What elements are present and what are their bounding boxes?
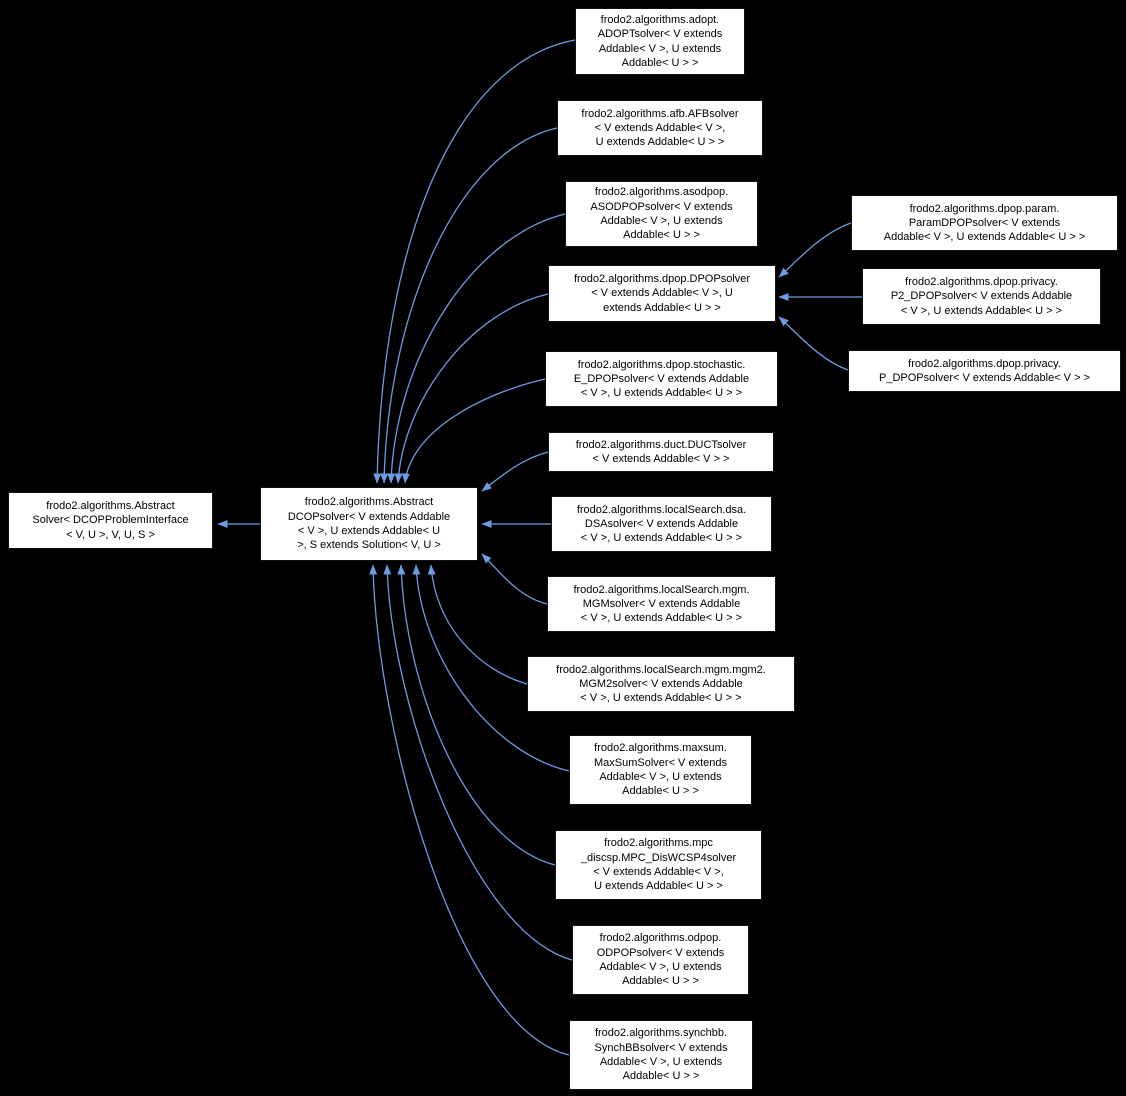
edge-asodpop-to-abstractdcop [387,213,566,484]
edge-dpop-to-abstractdcop [394,293,549,484]
edge-adopt-to-abstractdcop [373,39,576,484]
class-node-mpc-diswcsp4-solver[interactable]: frodo2.algorithms.mpc _discsp.MPC_DisWCS… [555,830,762,900]
class-node-e-dpop-solver[interactable]: frodo2.algorithms.dpop.stochastic. E_DPO… [545,351,778,407]
class-node-dpop-solver[interactable]: frodo2.algorithms.dpop.DPOPsolver < V ex… [548,265,776,322]
edge-mgm-to-abstractdcop [481,553,548,605]
class-node-maxsum-solver[interactable]: frodo2.algorithms.maxsum. MaxSumSolver< … [569,735,752,805]
class-node-synchbb-solver[interactable]: frodo2.algorithms.synchbb. SynchBBsolver… [569,1020,753,1090]
edge-mgm2-to-abstractdcop [427,564,528,685]
edge-synchbb-to-abstractdcop [369,564,570,1056]
edge-odpop-to-abstractdcop [383,564,573,961]
class-node-param-dpop-solver[interactable]: frodo2.algorithms.dpop.param. ParamDPOPs… [851,195,1118,251]
class-node-mgm2-solver[interactable]: frodo2.algorithms.localSearch.mgm.mgm2. … [527,656,795,712]
edge-edpop-to-abstractdcop [401,378,546,484]
class-node-abstract-solver[interactable]: frodo2.algorithms.Abstract Solver< DCOPP… [8,492,213,549]
class-node-abstract-dcop-solver[interactable]: frodo2.algorithms.Abstract DCOPsolver< V… [260,487,478,561]
class-node-adopt-solver[interactable]: frodo2.algorithms.adopt. ADOPTsolver< V … [575,8,745,75]
class-node-mgm-solver[interactable]: frodo2.algorithms.localSearch.mgm. MGMso… [547,576,776,632]
class-node-p-dpop-solver[interactable]: frodo2.algorithms.dpop.privacy. P_DPOPso… [848,350,1121,392]
class-node-asodpop-solver[interactable]: frodo2.algorithms.asodpop. ASODPOPsolver… [565,181,758,247]
class-node-dsa-solver[interactable]: frodo2.algorithms.localSearch.dsa. DSAso… [551,496,772,552]
edge-duct-to-abstractdcop [481,451,549,492]
edge-mpc-to-abstractdcop [397,564,556,866]
class-node-p2-dpop-solver[interactable]: frodo2.algorithms.dpop.privacy. P2_DPOPs… [862,268,1101,325]
edge-pdpop-to-dpop [778,316,849,371]
edge-afb-to-abstractdcop [380,127,558,484]
edge-paramdpop-to-dpop [778,222,852,278]
class-node-odpop-solver[interactable]: frodo2.algorithms.odpop. ODPOPsolver< V … [572,925,749,995]
class-node-duct-solver[interactable]: frodo2.algorithms.duct.DUCTsolver < V ex… [548,432,774,472]
class-node-afb-solver[interactable]: frodo2.algorithms.afb.AFBsolver < V exte… [557,100,763,156]
